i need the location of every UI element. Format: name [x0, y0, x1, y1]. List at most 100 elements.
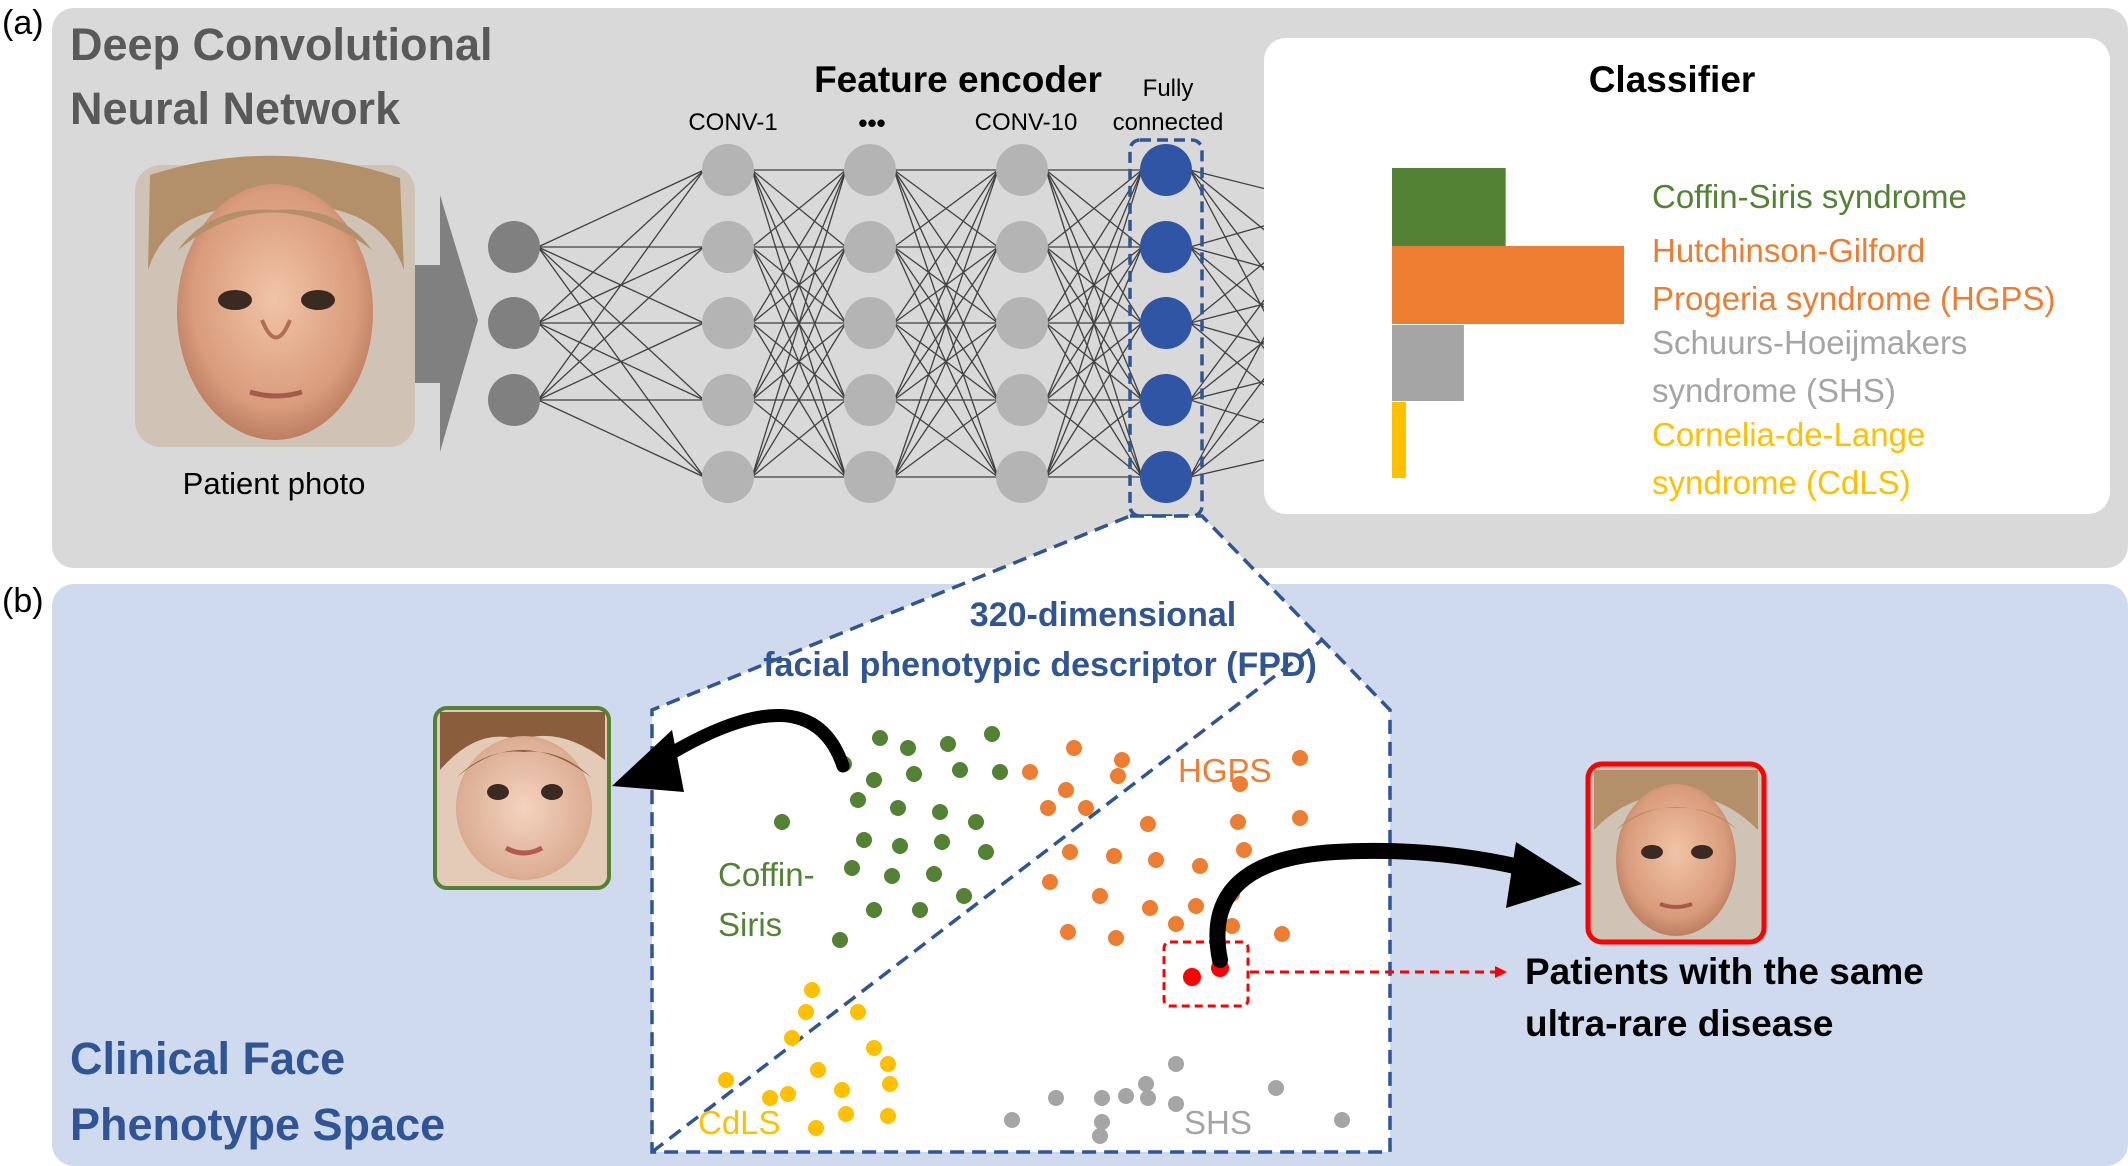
- scatter-point-gray-1: [1168, 1056, 1184, 1072]
- input-arrow: [415, 195, 478, 452]
- classifier-label-2-line-2: Progeria syndrome (HGPS): [1652, 280, 2055, 317]
- scatter-point-orange-18: [1042, 874, 1058, 890]
- node-conv-10-4: [996, 374, 1048, 426]
- scatter-point-yellow-10: [834, 1082, 850, 1098]
- patient-photo-label: Patient photo: [183, 466, 366, 501]
- scatter-point-orange-25: [1168, 916, 1184, 932]
- scatter-point-green-11: [890, 800, 906, 816]
- scatter-point-green-19: [844, 860, 860, 876]
- scatter-point-orange-2: [1114, 752, 1130, 768]
- scatter-point-yellow-12: [762, 1090, 778, 1106]
- scatter-point-gray-8: [1094, 1114, 1110, 1130]
- matched-patient-photo: [1585, 761, 1767, 945]
- conv-10-label: CONV-10: [975, 109, 1078, 136]
- scatter-point-yellow-8: [718, 1072, 734, 1088]
- scatter-point-gray-2: [1138, 1076, 1154, 1092]
- scatter-point-yellow-5: [810, 1062, 826, 1078]
- classifier-label-1-line-1: Coffin-Siris syndrome: [1652, 178, 1967, 215]
- scatter-point-green-22: [956, 888, 972, 904]
- scatter-point-gray-5: [1048, 1090, 1064, 1106]
- scatter-point-orange-26: [1224, 918, 1240, 934]
- classifier-label-2-line-1: Hutchinson-Gilford: [1652, 232, 1925, 269]
- arrow-to-right-face: [1209, 842, 1548, 968]
- node-fully-connected-2: [1140, 221, 1192, 273]
- match-text-line-1: Patients with the same: [1525, 951, 1924, 992]
- edge-conv-mid-4-to-conv-10-1: [893, 246, 999, 478]
- classifier-label-4-line-2: syndrome (CdLS): [1652, 464, 1911, 501]
- scatter-point-gray-6: [1168, 1096, 1184, 1112]
- scatter-point-green-4: [984, 726, 1000, 742]
- scatter-point-green-9: [992, 764, 1008, 780]
- node-input-3: [488, 374, 540, 426]
- scatter-point-orange-24: [1108, 930, 1124, 946]
- classifier-bar-1: [1392, 168, 1506, 246]
- match-text-line-2: ultra-rare disease: [1525, 1003, 1834, 1044]
- edge-conv-10-1-to-fully-connected-0: [1045, 169, 1143, 248]
- node-fully-connected-3: [1140, 297, 1192, 349]
- match-highlight-box: [1162, 940, 1250, 1008]
- node-conv-mid-2: [844, 221, 896, 273]
- cluster-label-coffin-siris-line-1: Coffin-: [718, 856, 815, 893]
- scatter-point-orange-8: [1040, 800, 1056, 816]
- edge-conv-10-4-to-fully-connected-1: [1045, 246, 1143, 478]
- scatter-point-green-24: [912, 902, 928, 918]
- panel-b-letter: (b): [2, 582, 44, 620]
- edge-conv-1-4-to-conv-mid-2: [751, 322, 847, 478]
- edge-input-2-to-conv-1-1: [537, 246, 705, 401]
- scatter-point-orange-19: [1092, 888, 1108, 904]
- fpd-label-line-1: 320-dimensional: [970, 596, 1236, 634]
- scatter-point-yellow-15: [808, 1120, 824, 1136]
- classifier-title: Classifier: [1589, 59, 1756, 100]
- cluster-label-shs: SHS: [1184, 1104, 1252, 1141]
- node-conv-mid-5: [844, 451, 896, 503]
- scatter-point-orange-11: [1230, 814, 1246, 830]
- patient-photo: [135, 155, 415, 447]
- edge-conv-1-4-to-conv-mid-0: [751, 169, 847, 478]
- node-fully-connected-4: [1140, 374, 1192, 426]
- node-conv-mid-1: [844, 144, 896, 196]
- scatter-point-orange-3: [1022, 764, 1038, 780]
- scatter-point-orange-12: [1292, 810, 1308, 826]
- space-title-line-1: Clinical Face: [70, 1033, 345, 1084]
- arrow-to-left-face-head: [612, 730, 684, 792]
- edge-conv-1-4-to-conv-mid-3: [751, 399, 847, 478]
- classifier-score-bars: [1392, 168, 1624, 478]
- scatter-point-yellow-13: [838, 1106, 854, 1122]
- classifier-box: [1264, 38, 2110, 514]
- edge-input-2-to-conv-1-0: [537, 169, 705, 401]
- scatter-point-orange-1: [1066, 740, 1082, 756]
- scatter-point-orange-4: [1058, 782, 1074, 798]
- classifier-class-labels: Coffin-Siris syndromeHutchinson-GilfordP…: [1652, 178, 2055, 501]
- scatter-point-orange-13: [1062, 844, 1078, 860]
- scatter-point-green-20: [884, 868, 900, 884]
- classifier-label-3-line-1: Schuurs-Hoeijmakers: [1652, 324, 1967, 361]
- scatter-point-orange-23: [1060, 924, 1076, 940]
- node-conv-1-2: [702, 221, 754, 273]
- cluster-label-cdls: CdLS: [698, 1104, 781, 1141]
- node-fully-connected-5: [1140, 451, 1192, 503]
- scatter-point-green-21: [926, 866, 942, 882]
- phenotype-scatter: [718, 726, 1350, 1144]
- cluster-label-coffin-siris-line-2: Siris: [718, 906, 782, 943]
- edge-conv-10-4-to-fully-connected-0: [1045, 169, 1143, 478]
- match-point-1: [1183, 968, 1201, 986]
- arrow-to-left-face: [653, 709, 850, 773]
- fpd-label-line-2: facial phenotypic descriptor (FPD): [763, 646, 1317, 684]
- fully-connected-label-line-1: Fully: [1143, 75, 1194, 102]
- scatter-point-gray-11: [1334, 1112, 1350, 1128]
- node-conv-10-2: [996, 221, 1048, 273]
- scatter-point-green-23: [866, 902, 882, 918]
- arrow-to-right-face-head: [1506, 842, 1582, 908]
- scatter-point-orange-20: [1142, 900, 1158, 916]
- scatter-point-yellow-4: [850, 1004, 866, 1020]
- space-title-line-2: Phenotype Space: [70, 1099, 445, 1150]
- scatter-point-gray-12: [1092, 1128, 1108, 1144]
- edge-conv-1-3-to-conv-mid-0: [751, 169, 847, 401]
- node-input-2: [488, 297, 540, 349]
- scatter-point-orange-7: [1232, 776, 1248, 792]
- scatter-point-yellow-6: [866, 1040, 882, 1056]
- scatter-point-gray-7: [1140, 1090, 1156, 1106]
- fully-connected-label-line-2: connected: [1113, 109, 1224, 136]
- scatter-point-orange-17: [1236, 842, 1252, 858]
